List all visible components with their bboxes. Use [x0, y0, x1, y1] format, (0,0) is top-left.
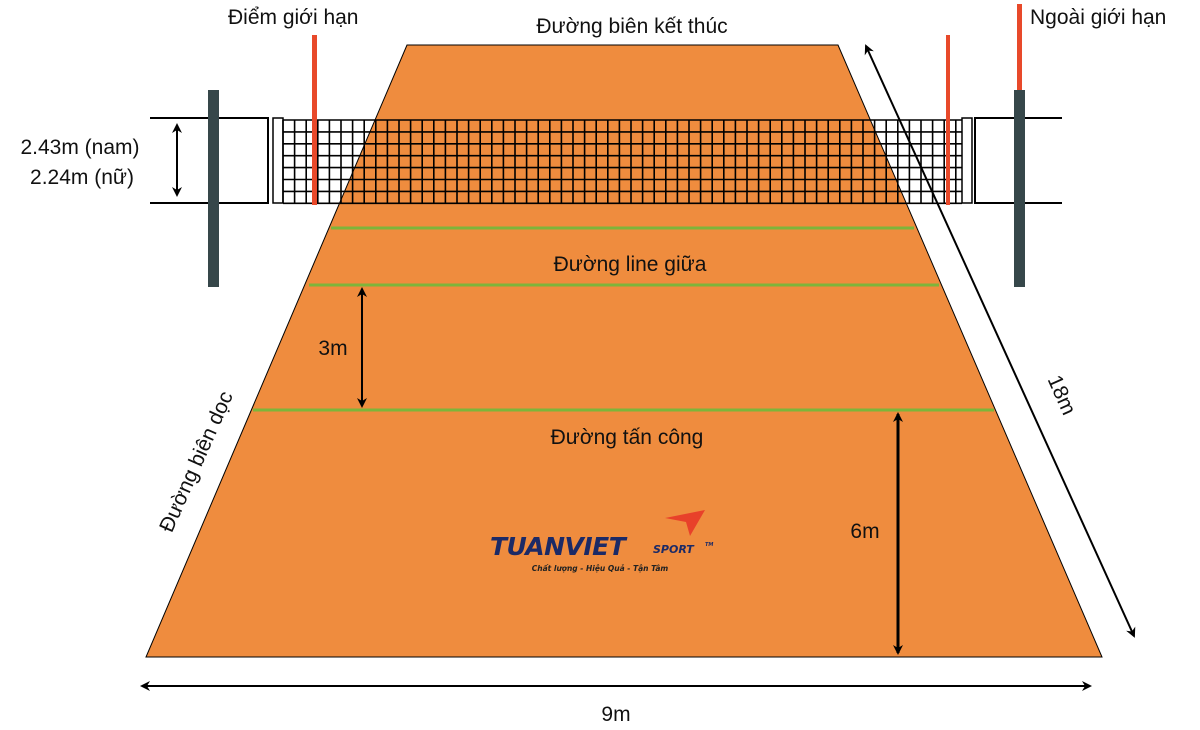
- logo-arrow-icon: [665, 510, 705, 536]
- label-net-height-women: 2.24m (nữ): [30, 166, 134, 189]
- label-18m: 18m: [1043, 372, 1081, 419]
- label-center-line: Đường line giữa: [554, 253, 707, 276]
- label-9m: 9m: [601, 703, 630, 726]
- label-attack-line: Đường tấn công: [551, 426, 704, 449]
- net-band-right: [961, 117, 973, 204]
- net-band-left: [272, 117, 284, 204]
- label-out-of-bounds: Ngoài giới hạn: [1030, 6, 1166, 29]
- net-pole-left: [208, 90, 219, 287]
- label-end-line: Đường biên kết thúc: [536, 15, 727, 38]
- logo-brand: TUANVIET: [490, 532, 628, 561]
- logo-slogan: Chất lượng - Hiệu Quả - Tận Tâm: [532, 564, 669, 573]
- antenna-right: [946, 35, 950, 205]
- tuanviet-logo: TUANVIET SPORT TM Chất lượng - Hiệu Quả …: [490, 510, 713, 573]
- logo-sub: SPORT: [653, 543, 695, 556]
- label-6m: 6m: [850, 520, 879, 543]
- label-limit-point: Điểm giới hạn: [228, 6, 359, 29]
- antenna-left: [312, 35, 317, 205]
- label-3m: 3m: [318, 337, 347, 360]
- label-net-height-men: 2.43m (nam): [20, 136, 139, 159]
- out-of-bounds-marker: [1017, 4, 1022, 90]
- net-pole-right: [1014, 90, 1025, 287]
- dim-18m-arrow: [864, 44, 1136, 638]
- logo-tm: TM: [705, 542, 713, 548]
